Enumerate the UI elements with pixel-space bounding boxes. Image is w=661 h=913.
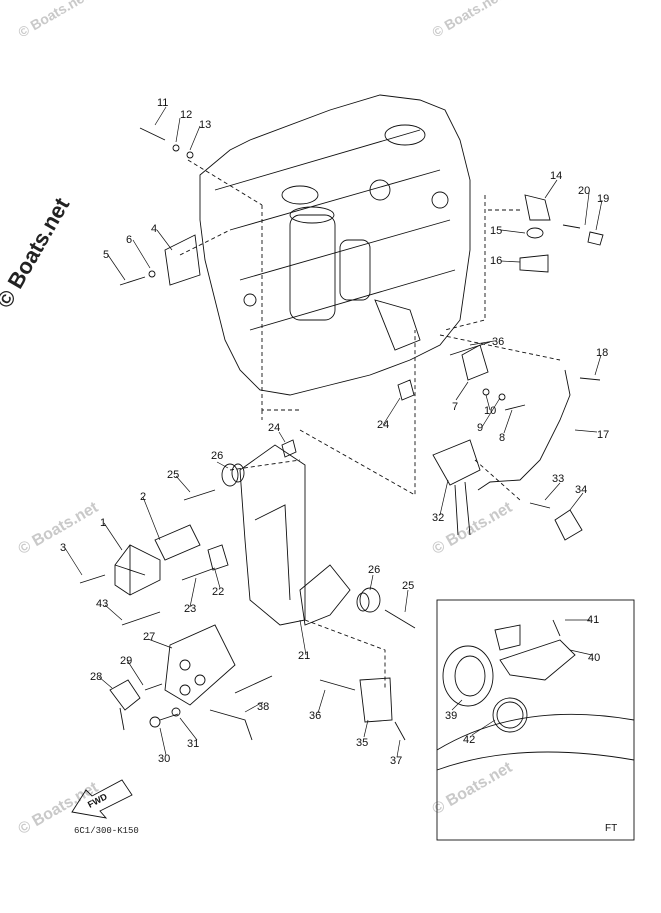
part-label: 37 [390,755,402,767]
part-label: 33 [552,473,564,485]
part-label: 14 [550,170,562,182]
part-label: 32 [432,512,444,524]
part-label: 38 [257,701,269,713]
part-label: 30 [158,753,170,765]
part-labels: 1 2 3 4 5 6 7 8 9 10 11 12 13 14 15 16 1… [60,97,609,810]
part-label: 23 [184,603,196,615]
part-label: 17 [597,429,609,441]
diagram-code: 6C1/300-K150 [74,826,139,836]
part-label: 40 [588,652,600,664]
part-label: 9 [477,422,483,434]
part-label: 31 [187,738,199,750]
inset-label: FT [605,823,618,834]
part-label: 28 [90,671,102,683]
part-label: 4 [151,223,157,235]
part-label: 26 [211,450,223,462]
inset-box [436,599,635,841]
part-label: 22 [212,586,224,598]
part-label: 2 [140,491,146,503]
part-label: 18 [596,347,608,359]
part-label: 11 [157,97,168,109]
part-label: 36 [309,710,321,722]
part-label: 43 [96,598,108,610]
part-label: 27 [143,631,155,643]
fwd-arrow [71,779,133,819]
part-label: 25 [167,469,179,481]
leader-lines [179,159,561,690]
label-leaders [64,106,603,758]
part-label: 36 [492,336,504,348]
part-label: 6 [126,234,132,246]
part-label: 15 [490,225,502,237]
part-label: 42 [463,734,475,746]
part-label: 34 [575,484,587,496]
part-label: 8 [499,432,505,444]
part-label: 13 [199,119,211,131]
part-label: 39 [445,710,457,722]
part-label: 25 [402,580,414,592]
part-label: 29 [120,655,132,667]
part-label: 12 [180,109,192,121]
part-label: 24 [377,419,389,431]
part-label: 21 [298,650,310,662]
part-label: 10 [484,405,496,417]
part-label: 26 [368,564,380,576]
part-label: 35 [356,737,368,749]
part-shapes [79,127,604,741]
part-label: 24 [268,422,280,434]
part-label: 7 [452,401,458,413]
part-label: 3 [60,542,66,554]
engine-block [199,94,471,396]
part-label: 1 [100,517,106,529]
part-label: 16 [490,255,502,267]
part-label: 41 [587,614,599,626]
part-label: 19 [597,193,609,205]
part-label: 5 [103,249,109,261]
part-label: 20 [578,185,590,197]
